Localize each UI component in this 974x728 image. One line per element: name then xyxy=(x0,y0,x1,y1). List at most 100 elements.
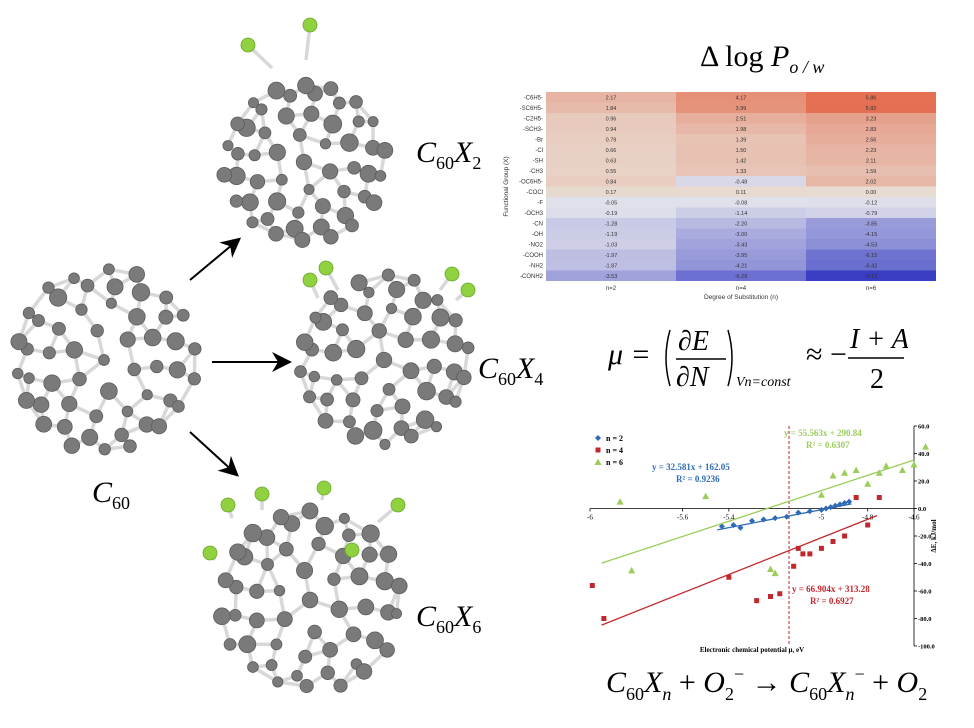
heatmap-cell-value: -1.97 xyxy=(605,253,618,259)
data-point xyxy=(795,545,801,551)
carbon-atom xyxy=(303,105,320,122)
carbon-atom xyxy=(123,439,137,453)
carbon-atom xyxy=(217,572,234,589)
heatmap-cell xyxy=(546,207,676,218)
halogen-atom xyxy=(302,272,318,288)
heatmap-cell-value: -4.53 xyxy=(865,243,878,249)
data-point xyxy=(853,495,859,500)
data-point xyxy=(882,462,890,469)
carbon-atom xyxy=(228,609,242,622)
carbon-atom xyxy=(431,308,450,327)
carbon-atom xyxy=(381,268,395,282)
carbon-atom xyxy=(320,665,335,680)
x-tick-label: -5.4 xyxy=(723,514,735,522)
carbon-atom xyxy=(246,216,259,229)
carbon-atom xyxy=(267,81,286,100)
data-point xyxy=(772,515,779,522)
heatmap-row-label: -C6H5- xyxy=(524,96,543,102)
trendline xyxy=(601,459,915,564)
heatmap-cell-value: -4.15 xyxy=(865,232,878,238)
carbon-atom xyxy=(273,584,286,597)
heatmap-cell xyxy=(676,144,806,155)
carbon-atom xyxy=(231,147,245,161)
carbon-atom xyxy=(17,392,35,409)
heatmap-cell-value: 1.39 xyxy=(736,138,747,144)
carbon-atom xyxy=(333,297,349,313)
heatmap-cell-value: 3.23 xyxy=(866,117,877,123)
carbon-atom xyxy=(114,427,129,443)
carbon-atom xyxy=(355,663,373,680)
carbon-atom xyxy=(456,369,472,386)
carbon-atom xyxy=(121,405,134,418)
carbon-atom xyxy=(276,173,288,186)
carbon-atom xyxy=(292,128,307,142)
data-point xyxy=(818,506,825,513)
carbon-atom xyxy=(52,321,66,336)
carbon-atom xyxy=(43,374,61,392)
molecule-c60x4 xyxy=(294,260,476,450)
data-point xyxy=(737,524,744,531)
heatmap-cell-value: 0.79 xyxy=(606,138,617,144)
carbon-atom xyxy=(187,372,201,386)
carbon-atom xyxy=(327,572,341,586)
carbon-atom xyxy=(330,600,348,618)
eq-mu-approx: ≈ − xyxy=(806,338,847,371)
heatmap-cell-value: 1.42 xyxy=(736,159,747,165)
carbon-atom xyxy=(150,359,164,374)
data-point xyxy=(791,563,797,569)
data-point xyxy=(795,509,802,516)
carbon-atom xyxy=(375,351,393,369)
carbon-atom xyxy=(337,184,351,199)
carbon-atom xyxy=(158,309,174,325)
carbon-atom xyxy=(56,419,73,435)
heatmap-cell-value: 0.94 xyxy=(606,127,617,133)
carbon-atom xyxy=(391,577,408,595)
carbon-atom xyxy=(403,428,419,444)
heatmap-cell-value: 1.59 xyxy=(866,169,877,175)
carbon-atom xyxy=(350,567,369,586)
carbon-atom xyxy=(128,308,146,326)
carbon-atom xyxy=(65,341,84,359)
carbon-atom xyxy=(128,266,146,283)
heatmap-cell-value: -2.20 xyxy=(735,222,748,228)
carbon-atom xyxy=(431,294,444,306)
carbon-atom xyxy=(268,192,287,211)
carbon-atom xyxy=(98,443,111,456)
heatmap-cell xyxy=(546,260,676,271)
carbon-atom xyxy=(272,508,290,526)
heatmap-col-label: n=2 xyxy=(606,286,617,292)
data-point xyxy=(718,523,725,530)
carbon-atom xyxy=(338,512,350,524)
carbon-atom xyxy=(127,362,141,377)
carbon-atom xyxy=(168,361,186,379)
carbon-atom xyxy=(105,297,117,309)
heatmap-cell-value: -1.87 xyxy=(605,264,618,270)
carbon-atom xyxy=(346,427,365,445)
carbon-atom xyxy=(374,170,387,182)
carbon-atom xyxy=(298,649,313,664)
heatmap-cell-value: -0.05 xyxy=(605,201,618,207)
y-tick-label: -60.0 xyxy=(918,589,932,596)
heatmap-cell xyxy=(806,165,936,176)
carbon-atom xyxy=(42,346,56,360)
carbon-atom xyxy=(393,420,410,436)
heatmap-cell xyxy=(676,176,806,187)
carbon-atom xyxy=(366,631,384,650)
carbon-atom xyxy=(213,607,231,626)
data-point xyxy=(771,569,779,577)
carbon-atom xyxy=(356,305,373,322)
heatmap-row-label: -SH xyxy=(533,159,543,165)
carbon-atom xyxy=(323,290,339,305)
carbon-atom xyxy=(49,288,68,307)
data-point xyxy=(726,574,732,580)
data-point xyxy=(832,502,839,509)
data-point xyxy=(702,492,710,500)
carbon-atom xyxy=(301,502,319,520)
data-point xyxy=(922,443,930,450)
heatmap-cell-value: 4.17 xyxy=(736,96,747,102)
data-point xyxy=(749,517,755,524)
heatmap-cell-value: 5.86 xyxy=(866,96,877,102)
halogen-atom xyxy=(444,266,460,282)
carbon-atom xyxy=(119,331,136,348)
